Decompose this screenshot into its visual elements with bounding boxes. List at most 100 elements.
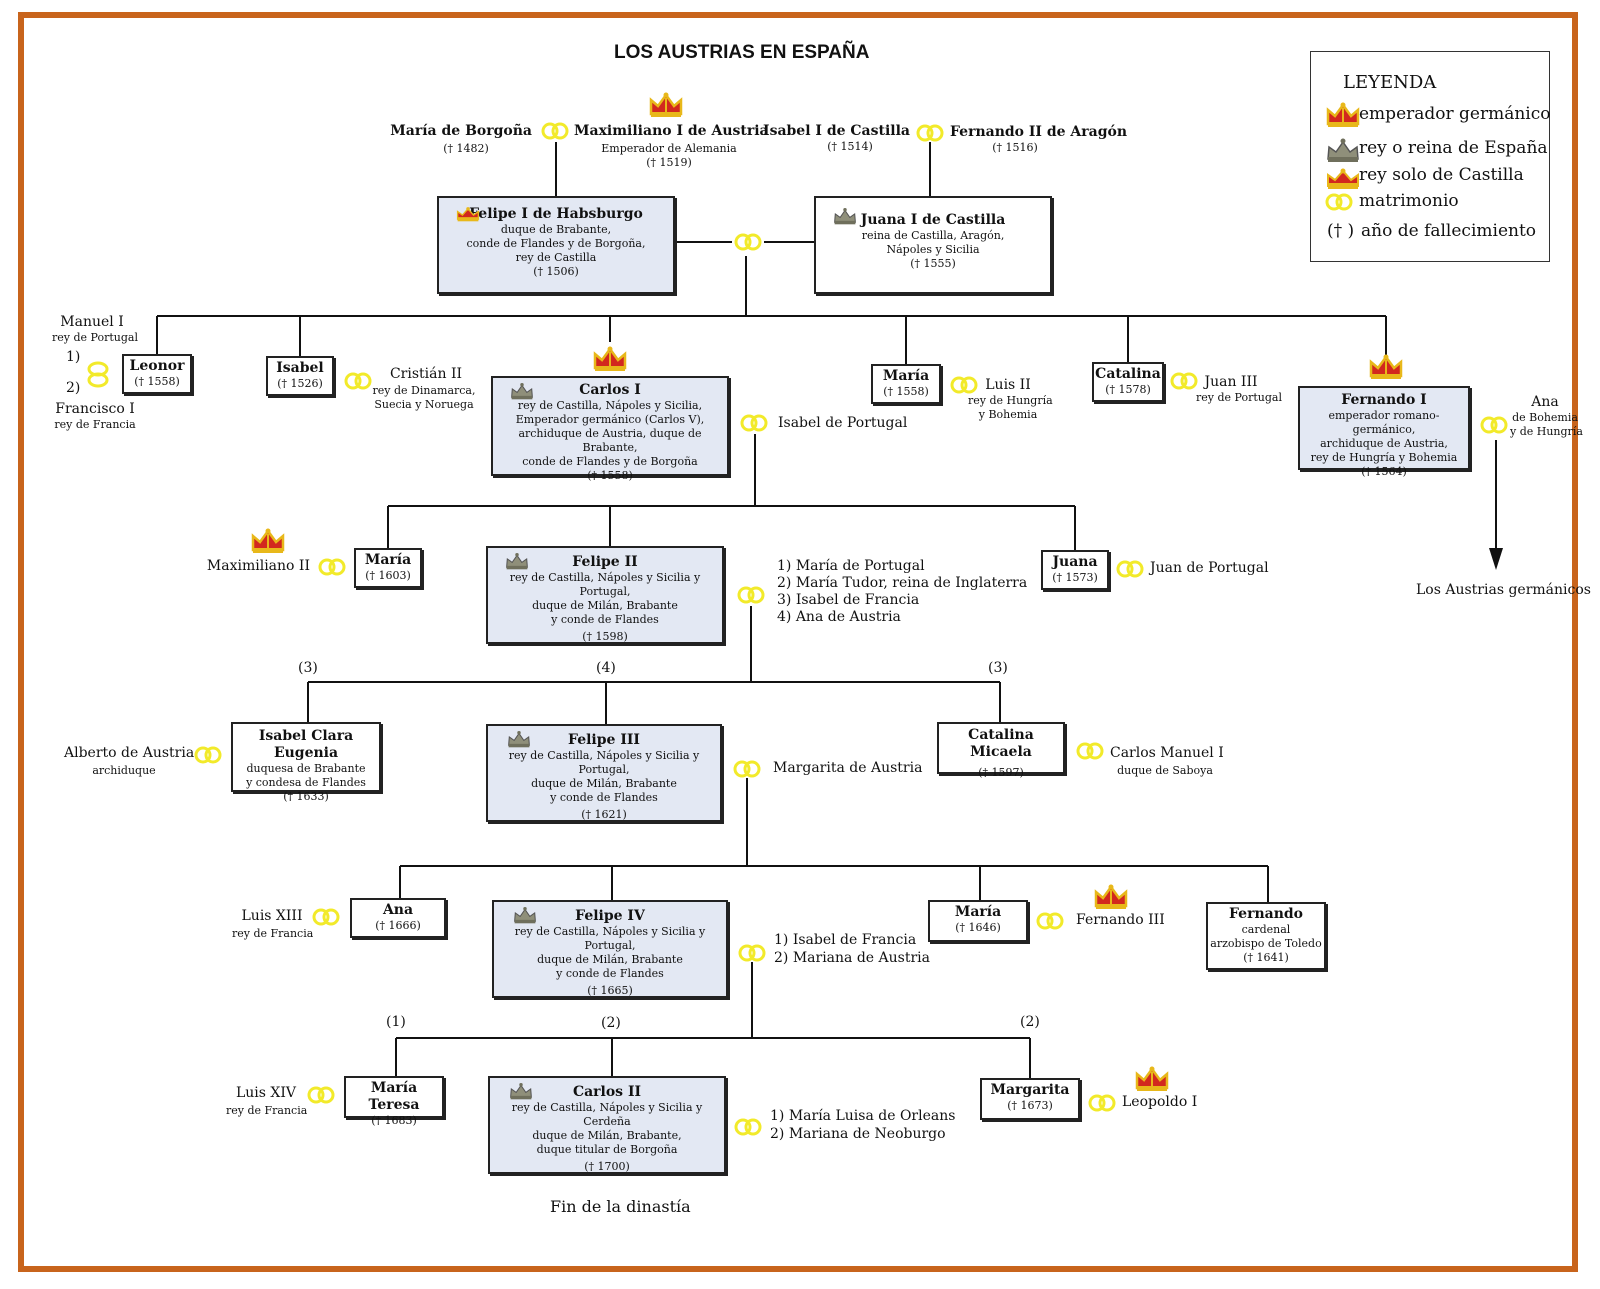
isabel-clara-death: († 1633) (283, 790, 329, 803)
wedding-rings-icon (344, 372, 372, 390)
ana-bohemia-line: y de Hungría (1510, 425, 1583, 438)
fernando3-name: Fernando III (1076, 912, 1165, 928)
imperial-crown-icon (593, 346, 627, 371)
margarita-box: Margarita († 1673) (980, 1078, 1080, 1120)
alberto-name: Alberto de Austria (64, 745, 195, 761)
francisco-name: Francisco I (55, 401, 135, 417)
felipe4-wife-1: 1) Isabel de Francia (774, 932, 917, 948)
felipe2-line: y conde de Flandes (551, 613, 659, 626)
carlos-manuel-name: Carlos Manuel I (1110, 745, 1224, 761)
felipe3-line: rey de Castilla, Nápoles y Sicilia y Por… (508, 749, 700, 776)
wedding-rings-icon (87, 361, 109, 388)
felipe3-death: († 1621) (581, 808, 627, 821)
cristian-name: Cristián II (389, 366, 463, 382)
felipe2-wife-3: 3) Isabel de Francia (777, 592, 920, 608)
marriage-number: (2) (601, 1015, 621, 1031)
dagger-icon: († ) (1327, 221, 1355, 241)
felipe1-line: rey de Castilla (515, 251, 597, 264)
fernando1-line: archiduque de Austria, (1320, 437, 1448, 450)
ana-gen5-box: Ana († 1666) (350, 898, 446, 938)
felipe4-death: († 1665) (587, 984, 633, 997)
juana1-line: Nápoles y Sicilia (886, 243, 980, 256)
luis13-title: rey de Francia (232, 927, 314, 940)
carlos2-name: Carlos II (572, 1084, 642, 1100)
spanish-crown-icon (510, 1083, 532, 1100)
fernando-cardenal-name: Fernando (1228, 906, 1303, 922)
maria-teresa-box: María Teresa († 1683) (344, 1076, 444, 1127)
felipe2-wife-2: 2) María Tudor, reina de Inglaterra (777, 575, 1028, 591)
catalina-micaela-box: Catalina Micaela († 1597) (937, 722, 1065, 779)
isabel-name: Isabel (276, 360, 324, 376)
carlos1-name: Carlos I (579, 382, 641, 398)
carlos1-line: rey de Castilla, Nápoles y Sicilia, (517, 399, 703, 412)
margarita-name: Margarita (990, 1082, 1070, 1098)
imperial-crown-icon (1094, 884, 1128, 909)
wedding-rings-icon (738, 944, 766, 962)
spanish-crown-icon (514, 907, 536, 924)
arrow-down-icon (1489, 548, 1503, 570)
felipe4-box: Felipe IV rey de Castilla, Nápoles y Sic… (492, 900, 728, 998)
luis14-name: Luis XIV (235, 1085, 297, 1101)
carlos2-wife-2: 2) Mariana de Neoburgo (770, 1126, 946, 1142)
spanish-crown-icon (834, 208, 856, 225)
spanish-crown-icon (511, 383, 533, 400)
luis2-name: Luis II (985, 377, 1031, 393)
fernando-cardenal-line: cardenal (1241, 923, 1291, 936)
page-title: LOS AUSTRIAS EN ESPAÑA (614, 42, 870, 63)
fin-dinastia-label: Fin de la dinastía (550, 1197, 691, 1216)
wedding-rings-icon (1170, 372, 1198, 390)
wedding-rings-icon (1088, 1094, 1116, 1112)
isabel-clara-line: duquesa de Brabante (246, 762, 366, 775)
catalina-name: Catalina (1095, 366, 1161, 382)
carlos2-death: († 1700) (584, 1160, 630, 1173)
felipe1-box: Felipe I de Habsburgo duque de Brabante,… (437, 196, 675, 294)
maria-gen3-death: († 1603) (365, 569, 411, 582)
manuel-name: Manuel I (60, 314, 124, 330)
luis14-title: rey de Francia (226, 1104, 308, 1117)
luis2-line: rey de Hungría (968, 394, 1053, 407)
wedding-rings-icon (733, 760, 761, 778)
catalina-micaela-death: († 1597) (978, 766, 1024, 779)
legend-heading: LEYENDA (1343, 72, 1437, 93)
leopoldo-name: Leopoldo I (1122, 1094, 1198, 1110)
felipe4-name: Felipe IV (575, 908, 645, 924)
marriage-number: (2) (1020, 1014, 1040, 1030)
marriage-number: 1) (66, 349, 81, 365)
isabel-clara-line: y condesa de Flandes (246, 776, 366, 789)
carlos1-line: archiduque de Austria, duque de Brabante… (518, 427, 702, 454)
wedding-rings-icon (740, 414, 768, 432)
spanish-crown-icon (1327, 138, 1359, 162)
maria-gen3-box: María († 1603) (354, 548, 422, 588)
leonor-death: († 1558) (134, 375, 180, 388)
wedding-rings-icon (307, 1086, 335, 1104)
juan-portugal-name: Juan de Portugal (1150, 560, 1269, 576)
maria-borgona-death: († 1482) (443, 142, 489, 155)
fernando1-name: Fernando I (1341, 392, 1427, 408)
imperial-crown-icon (649, 92, 683, 117)
felipe2-line: rey de Castilla, Nápoles y Sicilia y Por… (509, 571, 701, 598)
ana-bohemia-name: Ana (1531, 394, 1559, 410)
carlos2-line: duque de Milán, Brabante, (532, 1129, 682, 1142)
maria-gen5-name: María (954, 904, 1002, 920)
carlos2-line: duque titular de Borgoña (536, 1143, 678, 1156)
imperial-crown-icon (1326, 102, 1360, 127)
marriage-number: (3) (988, 660, 1008, 676)
felipe2-wife-1: 1) María de Portugal (777, 558, 925, 574)
cristian-line: rey de Dinamarca, (372, 384, 476, 397)
maria-gen2-death: († 1558) (883, 385, 929, 398)
legend-label-spain: rey o reina de España (1359, 138, 1548, 158)
ana-gen5-death: († 1666) (375, 919, 421, 932)
carlos2-wife-1: 1) María Luisa de Orleans (770, 1108, 956, 1124)
felipe4-line: rey de Castilla, Nápoles y Sicilia y Por… (514, 925, 706, 952)
wedding-rings-icon (1036, 912, 1064, 930)
castile-crown-icon (456, 207, 480, 222)
cristian-line: Suecia y Noruega (374, 398, 474, 411)
maria-borgona-name: María de Borgoña (390, 123, 532, 139)
felipe3-line: duque de Milán, Brabante (531, 777, 677, 790)
maximiliano-name: Maximiliano I de Austria (574, 123, 769, 139)
page-frame (18, 12, 1578, 1272)
wedding-rings-icon (541, 122, 569, 140)
felipe1-death: († 1506) (533, 265, 579, 278)
francisco-title: rey de Francia (54, 418, 136, 431)
